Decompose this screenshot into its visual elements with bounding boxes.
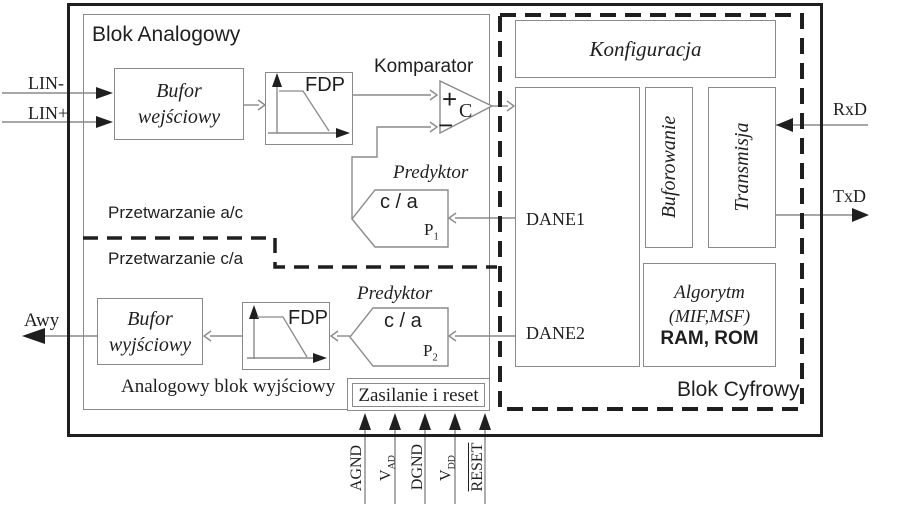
predictor1-title: Predyktor xyxy=(393,162,469,183)
section-ac-label: Przetwarzanie a/c xyxy=(108,203,244,222)
algorytm-label: Algorytm (MIF,MSF) RAM, ROM xyxy=(643,263,776,367)
rxd-arrow xyxy=(776,118,793,132)
output-buffer-line2: wyjściowy xyxy=(108,333,192,356)
reset-arrow xyxy=(479,413,491,430)
transmisja-label: Transmisja xyxy=(731,122,753,212)
comparator-c-label: C xyxy=(459,100,473,122)
predictor1-symbol: P1 xyxy=(424,221,439,243)
power-reset-label: Zasilanie i reset xyxy=(358,384,479,406)
pin-label-agnd: AGND xyxy=(348,444,365,492)
input-buffer-label: Bufor wejściowy xyxy=(114,68,244,140)
algorytm-line2: (MIF,MSF) xyxy=(668,305,751,326)
comparator-to-dane1-wire xyxy=(492,100,516,112)
predictor1-symbol-base: P xyxy=(424,220,434,239)
dane1-label: DANE1 xyxy=(526,209,585,229)
predictor2-symbol-index: 2 xyxy=(432,352,438,364)
fdp-top-label: FDP xyxy=(305,74,345,96)
pin-vdd-text: V xyxy=(437,469,455,481)
pin-label-rxd: RxD xyxy=(833,99,868,119)
vad-arrow xyxy=(389,413,401,430)
pin-label-vdd: VDD xyxy=(437,455,458,481)
buforowanie-label: Buforowanie xyxy=(658,115,680,219)
pin-label-awy: Awy xyxy=(24,310,60,331)
pin-reset-text: RESET xyxy=(469,442,486,492)
pin-label-reset: RESET xyxy=(469,442,486,492)
algorytm-line1: Algorytm xyxy=(674,281,745,303)
predictor2-title: Predyktor xyxy=(357,283,433,304)
digital-block-title: Blok Cyfrowy xyxy=(677,378,800,401)
pin-vdd-sub: DD xyxy=(446,455,458,470)
pin-label-txd: TxD xyxy=(833,186,866,206)
predictor1-converter-label: c / a xyxy=(380,191,418,213)
vdd-arrow xyxy=(449,413,461,430)
pin-dgnd-text: DGND xyxy=(409,443,426,491)
input-buffer-line1: Bufor xyxy=(156,80,202,102)
predictor2-converter-label: c / a xyxy=(384,310,422,332)
pin-label-lin-plus: LIN+ xyxy=(28,103,69,123)
comparator-minus-sign: − xyxy=(438,110,454,140)
section-ca-label: Przetwarzanie c/a xyxy=(108,249,244,268)
predictor2-symbol-base: P xyxy=(423,341,433,360)
dane2-label: DANE2 xyxy=(526,323,585,343)
konfiguracja-label: Konfiguracja xyxy=(589,36,702,61)
komparator-label: Komparator xyxy=(374,56,474,77)
pin-label-lin-minus: LIN- xyxy=(28,73,64,93)
pin-vad-sub: AD xyxy=(386,455,398,470)
fdp-bottom-label: FDP xyxy=(288,307,328,329)
agnd-arrow xyxy=(359,413,371,430)
input-buffer-line2: wejściowy xyxy=(137,106,221,128)
pin-label-dgnd: DGND xyxy=(409,443,426,491)
output-buffer-line1: Bufor xyxy=(127,307,173,330)
pin-agnd-text: AGND xyxy=(348,444,365,492)
predictor2-symbol: P2 xyxy=(423,342,438,364)
analog-block-title: Blok Analogowy xyxy=(92,23,241,46)
txd-arrow xyxy=(852,208,869,222)
analog-output-section-label: Analogowy blok wyjściowy xyxy=(121,376,336,397)
output-buffer-label: Bufor wyjściowy xyxy=(97,298,203,365)
dgnd-arrow xyxy=(419,413,431,430)
pin-vad-text: V xyxy=(377,469,395,481)
predictor1-symbol-index: 1 xyxy=(433,231,439,243)
pin-label-vad: VAD xyxy=(377,455,398,481)
algorytm-line3: RAM, ROM xyxy=(660,327,759,349)
comparator-plus-sign: + xyxy=(442,84,458,114)
